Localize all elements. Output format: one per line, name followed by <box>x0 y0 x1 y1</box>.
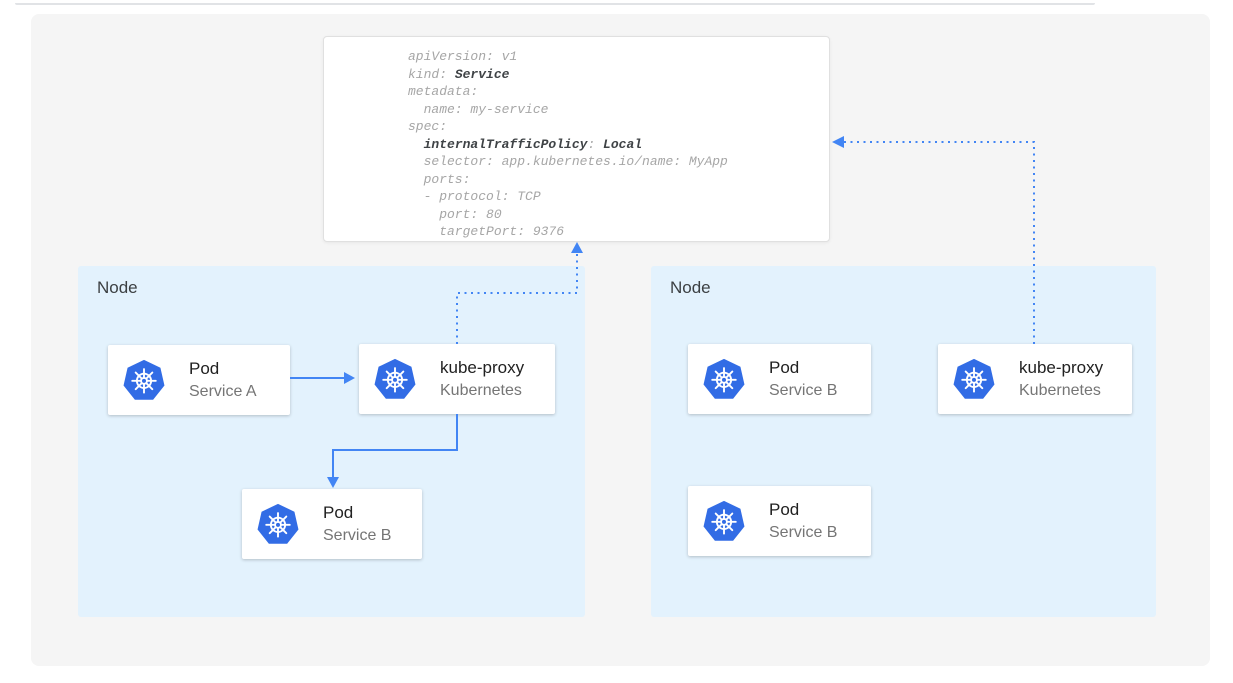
card-title: Pod <box>189 359 220 378</box>
yaml-line: apiVersion: v1 <box>408 49 518 64</box>
node-box-2: Node <box>651 266 1156 617</box>
kubernetes-icon <box>374 358 416 399</box>
yaml-line: metadata: <box>408 84 479 99</box>
card-subtitle: Kubernetes <box>1019 382 1101 399</box>
kubernetes-icon <box>703 500 745 541</box>
service-yaml-card: apiVersion: v1 kind: Service metadata: n… <box>323 36 830 242</box>
card-title: Pod <box>769 500 800 519</box>
card-title: kube-proxy <box>440 358 525 377</box>
yaml-line: ports: <box>408 171 471 187</box>
yaml-line: - protocol: TCP <box>408 189 541 204</box>
yaml-line: name: my-service <box>408 101 549 117</box>
card-subtitle: Service B <box>323 527 392 544</box>
card-pod-service-b-node-2b: Pod Service B <box>688 486 871 556</box>
node-box-1: Node <box>78 266 585 617</box>
kubernetes-icon <box>123 359 165 400</box>
card-subtitle: Service A <box>189 383 257 400</box>
top-divider-line <box>15 3 1095 5</box>
card-subtitle: Service B <box>769 382 838 399</box>
node-label: Node <box>670 278 711 297</box>
kubernetes-icon <box>703 358 745 399</box>
card-kube-proxy-node-2: kube-proxy Kubernetes <box>938 344 1132 414</box>
card-pod-service-b-node-2a: Pod Service B <box>688 344 871 414</box>
yaml-line: spec: <box>408 119 448 134</box>
kubernetes-icon <box>257 503 299 544</box>
card-pod-service-b-node-1: Pod Service B <box>242 489 422 559</box>
node-label: Node <box>97 278 138 297</box>
card-subtitle: Kubernetes <box>440 382 522 399</box>
card-subtitle: Service B <box>769 524 838 541</box>
card-title: Pod <box>323 503 354 522</box>
yaml-line: port: 80 <box>408 206 502 222</box>
card-title: kube-proxy <box>1019 358 1104 377</box>
card-kube-proxy-node-1: kube-proxy Kubernetes <box>359 344 555 414</box>
kubernetes-icon <box>953 358 995 399</box>
card-title: Pod <box>769 358 800 377</box>
yaml-line: internalTrafficPolicy: Local <box>423 136 643 152</box>
yaml-line: kind: Service <box>408 66 510 82</box>
card-pod-service-a: Pod Service A <box>108 345 290 415</box>
yaml-line: targetPort: 9376 <box>408 224 565 239</box>
yaml-line: selector: app.kubernetes.io/name: MyApp <box>408 154 728 169</box>
